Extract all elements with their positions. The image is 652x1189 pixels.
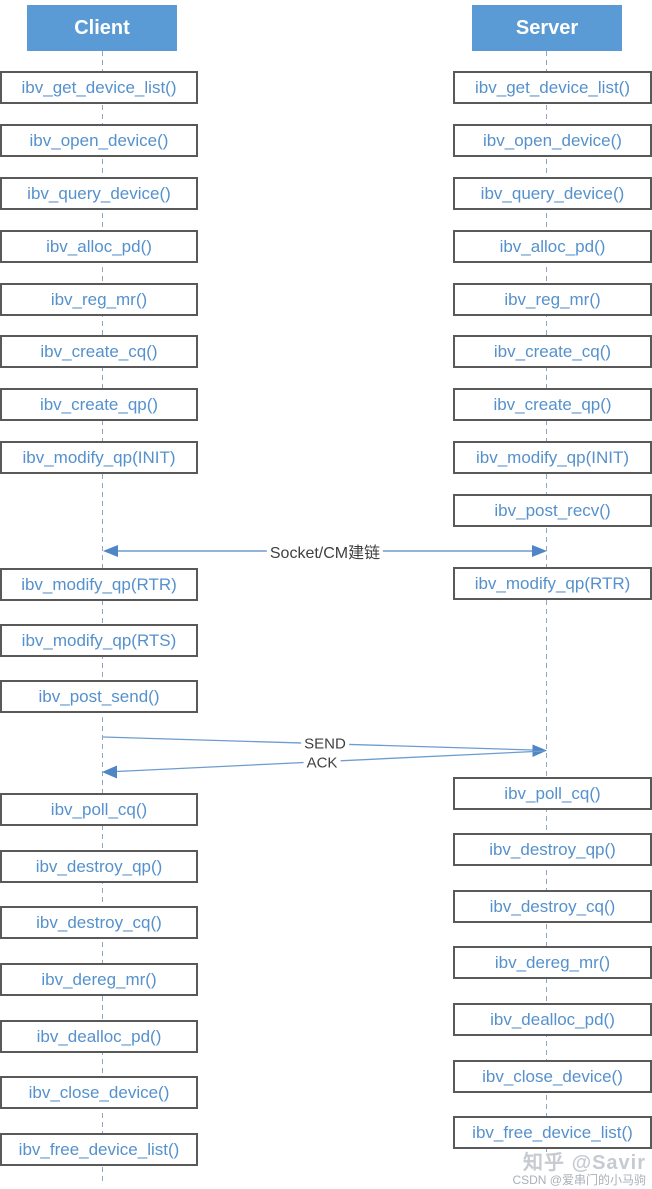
call-box: ibv_destroy_cq() bbox=[0, 906, 198, 939]
call-box: ibv_modify_qp(RTS) bbox=[0, 624, 198, 657]
watermark-csdn: CSDN @爱串门的小马驹 bbox=[512, 1173, 646, 1187]
call-box: ibv_open_device() bbox=[0, 124, 198, 157]
call-box: ibv_poll_cq() bbox=[0, 793, 198, 826]
call-box: ibv_destroy_qp() bbox=[453, 833, 652, 866]
call-box: ibv_modify_qp(RTR) bbox=[453, 567, 652, 600]
call-box: ibv_dereg_mr() bbox=[0, 963, 198, 996]
call-box: ibv_dereg_mr() bbox=[453, 946, 652, 979]
call-box: ibv_modify_qp(INIT) bbox=[0, 441, 198, 474]
arrowhead-left-icon bbox=[103, 545, 118, 557]
server-header: Server bbox=[472, 5, 622, 51]
call-box: ibv_reg_mr() bbox=[453, 283, 652, 316]
call-box: ibv_destroy_cq() bbox=[453, 890, 652, 923]
call-box: ibv_create_qp() bbox=[0, 388, 198, 421]
call-box: ibv_create_cq() bbox=[0, 335, 198, 368]
call-box: ibv_create_cq() bbox=[453, 335, 652, 368]
call-box: ibv_create_qp() bbox=[453, 388, 652, 421]
arrowhead-left-icon bbox=[102, 765, 117, 779]
call-box: ibv_get_device_list() bbox=[0, 71, 198, 104]
call-box: ibv_modify_qp(RTR) bbox=[0, 568, 198, 601]
call-box: ibv_destroy_qp() bbox=[0, 850, 198, 883]
watermark: 知乎 @Savir CSDN @爱串门的小马驹 bbox=[512, 1153, 646, 1186]
call-box: ibv_get_device_list() bbox=[453, 71, 652, 104]
client-lifeline bbox=[102, 51, 103, 1183]
call-box: ibv_close_device() bbox=[453, 1060, 652, 1093]
call-box: ibv_free_device_list() bbox=[453, 1116, 652, 1149]
call-box: ibv_alloc_pd() bbox=[0, 230, 198, 263]
arrowhead-right-icon bbox=[532, 545, 547, 557]
client-header: Client bbox=[27, 5, 177, 51]
call-box: ibv_post_send() bbox=[0, 680, 198, 713]
call-box: ibv_alloc_pd() bbox=[453, 230, 652, 263]
arrowhead-right-icon bbox=[532, 744, 547, 757]
call-box: ibv_query_device() bbox=[0, 177, 198, 210]
call-box: ibv_open_device() bbox=[453, 124, 652, 157]
call-box: ibv_modify_qp(INIT) bbox=[453, 441, 652, 474]
ack-message-label: ACK bbox=[303, 754, 341, 772]
call-box: ibv_dealloc_pd() bbox=[453, 1003, 652, 1036]
call-box: ibv_poll_cq() bbox=[453, 777, 652, 810]
call-box: ibv_post_recv() bbox=[453, 494, 652, 527]
establish-message-label: Socket/CM建链 bbox=[266, 539, 384, 563]
send-message-label: SEND bbox=[301, 735, 349, 753]
call-box: ibv_reg_mr() bbox=[0, 283, 198, 316]
call-box: ibv_close_device() bbox=[0, 1076, 198, 1109]
server-lifeline bbox=[546, 51, 547, 1152]
call-box: ibv_dealloc_pd() bbox=[0, 1020, 198, 1053]
call-box: ibv_free_device_list() bbox=[0, 1133, 198, 1166]
call-box: ibv_query_device() bbox=[453, 177, 652, 210]
watermark-zhihu: 知乎 @Savir bbox=[523, 1152, 646, 1174]
